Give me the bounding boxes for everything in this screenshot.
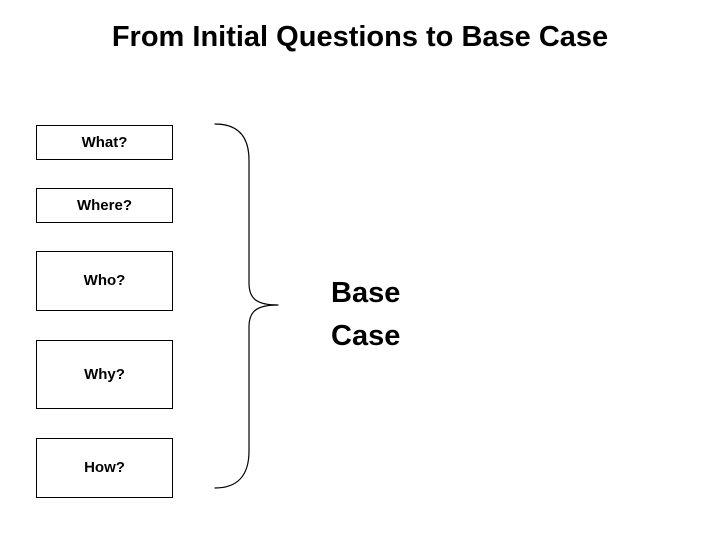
- question-box-why[interactable]: Why?: [36, 340, 173, 409]
- question-label: What?: [81, 133, 128, 151]
- question-label: Where?: [76, 196, 132, 214]
- right-curly-brace-icon: [205, 115, 290, 500]
- question-box-who[interactable]: Who?: [36, 251, 173, 311]
- question-box-how[interactable]: How?: [36, 438, 173, 498]
- base-case-label: Base Case: [331, 277, 401, 352]
- question-box-where[interactable]: Where?: [36, 188, 173, 223]
- question-label: Who?: [83, 272, 126, 289]
- question-label: Why?: [84, 365, 125, 383]
- question-label: How?: [84, 459, 125, 476]
- question-box-what[interactable]: What?: [36, 125, 173, 160]
- page-title: From Initial Questions to Base Case: [111, 21, 609, 53]
